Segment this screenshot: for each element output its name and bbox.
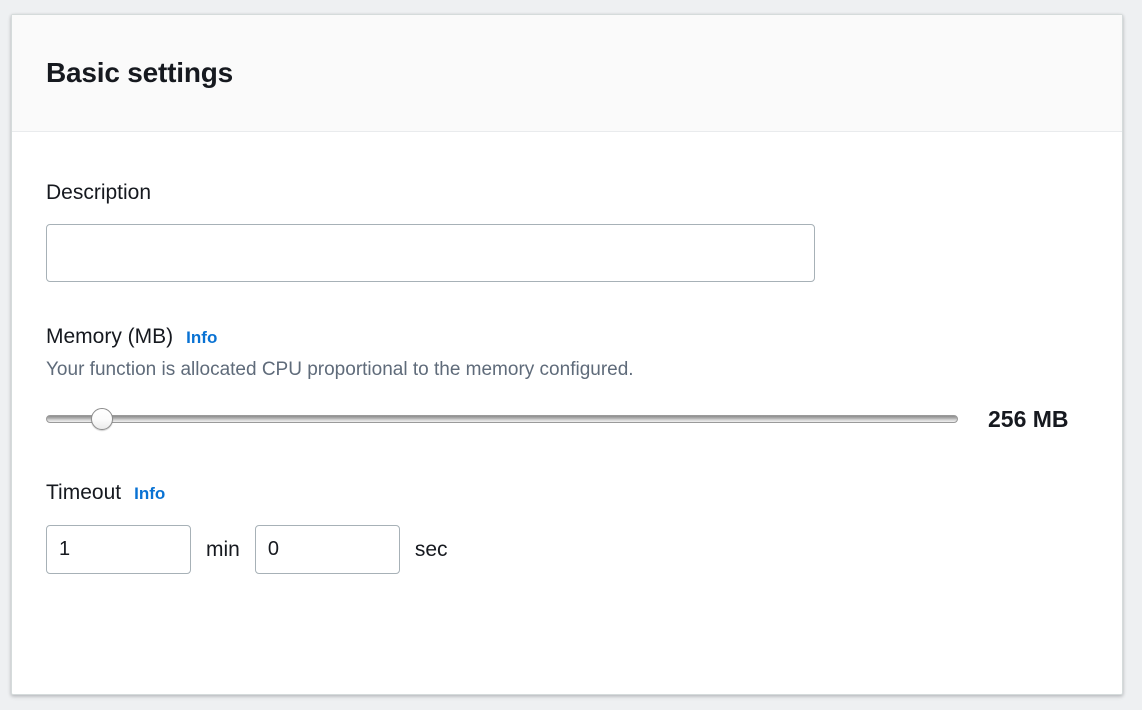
timeout-minutes-unit-label: min	[206, 537, 240, 561]
description-field: Description	[46, 180, 1088, 283]
timeout-info-link[interactable]: Info	[134, 484, 166, 504]
timeout-seconds-input[interactable]	[254, 525, 400, 575]
memory-label-row: Memory (MB) Info	[46, 324, 1088, 350]
card-header: Basic settings	[12, 15, 1122, 132]
timeout-seconds-unit-label: sec	[414, 537, 448, 561]
basic-settings-card: Basic settings Description Memory (MB) I…	[11, 14, 1123, 695]
memory-info-link[interactable]: Info	[186, 328, 218, 348]
description-label: Description	[46, 181, 152, 204]
memory-value-label: 256 MB	[988, 405, 1069, 432]
timeout-label-row: Timeout Info	[46, 480, 1088, 506]
timeout-field: Timeout Info min sec	[46, 480, 1088, 575]
memory-field: Memory (MB) Info Your function is alloca…	[46, 324, 1088, 434]
timeout-inputs-row: min sec	[46, 525, 1088, 575]
slider-thumb[interactable]	[90, 408, 113, 431]
slider-track[interactable]	[46, 415, 958, 424]
memory-slider[interactable]	[46, 404, 958, 434]
description-label-row: Description	[46, 180, 1088, 206]
page-title: Basic settings	[46, 57, 234, 89]
card-body: Description Memory (MB) Info Your functi…	[12, 132, 1122, 575]
timeout-label: Timeout	[46, 481, 122, 505]
timeout-minutes-input[interactable]	[46, 525, 191, 575]
description-input[interactable]	[46, 224, 815, 283]
memory-label: Memory (MB)	[46, 325, 174, 349]
memory-slider-row: 256 MB	[46, 404, 1088, 434]
memory-help-text: Your function is allocated CPU proportio…	[46, 358, 634, 380]
